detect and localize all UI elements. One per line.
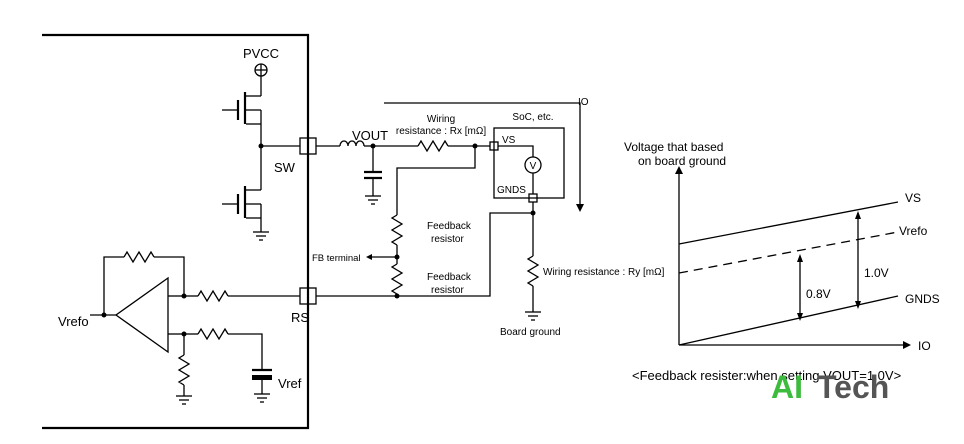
logo-part1: AI	[771, 369, 803, 405]
gnds-line	[678, 295, 899, 346]
measure-0-8v: 0.8V	[797, 254, 831, 321]
gnds-line-label: GNDS	[905, 292, 940, 306]
graph-ylabel-2: on board ground	[638, 154, 726, 168]
wiring-resistor-ry: Wiring resistance : Ry [mΩ] Board ground	[500, 202, 665, 338]
feedback-sense-wire	[396, 143, 478, 215]
feedback-resistor-2-label-1: Feedback	[427, 272, 472, 283]
pvcc-label: PVCC	[243, 46, 279, 61]
board-ground-label: Board ground	[500, 327, 561, 338]
feedback-divider: Feedback resistor Feedback resistor FB t…	[312, 214, 472, 299]
gnds-sense-wire	[316, 212, 533, 297]
rs-label: RS	[291, 310, 309, 325]
graph-ylabel-1: Voltage that based	[624, 140, 723, 154]
reference-network: Vref	[176, 327, 302, 405]
pvcc-source: PVCC	[243, 46, 279, 96]
logo-part2: Tech	[817, 369, 889, 405]
feedback-resistor-1-label-1: Feedback	[427, 221, 472, 232]
measure-1-0v: 1.0V	[855, 211, 889, 309]
gnds-pin-label: GNDS	[497, 185, 526, 196]
sw-label: SW	[274, 160, 296, 175]
vout-label: VOUT	[352, 128, 388, 143]
wiring-resistor-rx: Wiring resistance : Rx [mΩ]	[373, 114, 490, 153]
vref-label: Vref	[278, 376, 302, 391]
io-current-arrow: IO	[384, 97, 589, 212]
voltmeter-label: V	[530, 161, 537, 172]
high-side-mosfet	[222, 92, 262, 146]
wiring-rx-label-2: resistance : Rx [mΩ]	[396, 126, 486, 137]
soc-label: SoC, etc.	[512, 112, 553, 123]
voltage-graph: Voltage that based on board ground IO VS…	[624, 140, 940, 383]
graph-caption: <Feedback resister:when setting VOUT=1.0…	[632, 368, 901, 383]
output-capacitor	[364, 143, 382, 205]
fb-terminal-label: FB terminal	[312, 253, 361, 264]
vrefo-line-label: Vrefo	[899, 224, 928, 238]
aitech-logo: AI Tech	[771, 369, 889, 405]
soc-box: SoC, etc. VS V GNDS	[489, 112, 565, 203]
vs-line-label: VS	[905, 191, 921, 205]
feedback-resistor-2-label-2: resistor	[431, 285, 464, 296]
measure-1-0v-label: 1.0V	[864, 266, 889, 280]
feedback-resistor-1-label-2: resistor	[431, 234, 464, 245]
wiring-ry-label: Wiring resistance : Ry [mΩ]	[543, 267, 665, 278]
error-amplifier: Vrefo	[58, 250, 187, 354]
vrefo-label: Vrefo	[58, 314, 89, 329]
rs-pin: RS	[181, 287, 317, 325]
measure-0-8v-label: 0.8V	[806, 287, 831, 301]
inductor: VOUT	[316, 128, 388, 147]
ic-boundary	[42, 33, 310, 430]
io-label: IO	[578, 97, 589, 108]
vs-line	[678, 201, 899, 245]
wiring-rx-label-1: Wiring	[427, 114, 455, 125]
low-side-mosfet	[222, 146, 269, 241]
vs-pin-label: VS	[502, 135, 516, 146]
vrefo-line	[678, 231, 899, 274]
graph-xlabel: IO	[918, 339, 931, 353]
